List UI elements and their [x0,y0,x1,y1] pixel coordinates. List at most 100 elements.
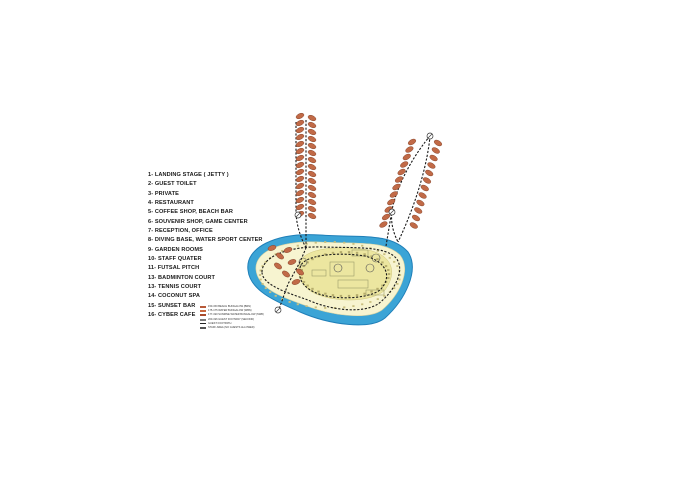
villa-icon [300,268,303,271]
villa-icon [339,251,343,254]
facility-block [329,261,355,277]
bungalow-icon [387,198,396,206]
island-vegetation [298,247,392,301]
bungalow-icon [418,192,427,199]
bungalow-icon [295,175,305,183]
villa-icon [352,243,355,245]
key-swatch [200,327,206,330]
villa-icon [311,287,314,290]
bungalow-icon [307,191,317,199]
bungalow-icon [307,163,317,171]
bungalow-icon [295,133,305,141]
footpath [261,246,401,311]
bungalow-icon [429,154,438,162]
villa-icon [311,258,314,261]
villa-icon [355,294,359,297]
legend-item: 4- RESTAURANT [148,200,194,207]
bungalow-icon [394,176,404,183]
villa-icon [347,251,351,254]
villa-icon [324,253,327,256]
villa-icon [259,269,262,272]
bungalow-icon [295,119,305,127]
bungalow-icon [307,114,317,122]
bungalow-icon [307,149,317,157]
villa-icon [305,305,308,307]
key-swatch [200,310,206,313]
legend-item: 11- FUTSAL PITCH [148,265,200,272]
bungalow-icon [287,259,297,265]
key-label: 177-190 SUNRISE WATER BUNGALOW (SWB) [208,313,264,317]
bungalow-icon [307,184,317,192]
villa-icon [305,243,308,245]
footpath [385,209,393,247]
villa-icon [324,241,327,243]
bungalow-icon [295,168,305,176]
villa-icon [317,290,320,293]
bungalow-icon [397,168,406,176]
key-label: 175-175 WATER BUNGALOW (WBN) [208,309,252,313]
villa-icon [381,284,384,287]
villa-icon [376,298,379,301]
bungalow-icon [405,146,414,153]
villa-icon [331,251,335,254]
footpath [277,247,307,313]
bungalow-icon [295,189,305,197]
bungalow-icon [420,184,429,192]
water-bungalows [267,112,443,285]
jetty-icon [427,133,433,139]
villa-icon [314,306,317,309]
footpath [295,122,307,249]
key-label: STAFF AREA (NO GUESTS ALLOWED) [208,325,255,329]
bungalow-icon [381,213,391,221]
villa-icon [361,303,364,306]
bungalow-icon [307,156,317,164]
facility-circle [333,263,343,273]
key-swatch [200,318,206,321]
villa-icon [274,294,277,297]
villa-icon [347,294,351,297]
bungalow-icon [307,135,317,143]
facility-block [337,279,369,289]
bungalow-icon [267,245,277,251]
villa-icon [376,287,379,290]
bungalow-icon [307,177,317,185]
villa-icon [274,253,277,256]
bungalow-icon [283,247,293,253]
villa-icon [383,253,386,256]
villa-icon [324,307,327,309]
villa-icon [361,244,364,247]
villa-icon [383,294,386,297]
key-swatch [200,306,206,309]
key-item: 175-175 WATER BUNGALOW (WBN) [200,309,264,313]
bungalow-icon [425,169,434,177]
villa-icon [333,241,336,243]
key-label: 150-150 BEACH BUNGALOW (BRN) [208,305,251,308]
bungalow-icon [295,161,305,169]
bungalow-icon [433,139,443,147]
legend-item: 8- DIVING BASE, WATER SPORT CENTER [148,237,263,244]
bungalow-icon [295,147,305,155]
bungalow-icon [392,183,401,191]
villa-icon [324,292,327,295]
legend-item: 7- RECEPTION, OFFICE [148,228,213,235]
legend-item: 3- PRIVATE [148,190,179,197]
villa-icon [339,294,343,297]
villa-icon [296,303,299,306]
bungalow-icon [307,198,317,206]
key-item: 200-196 GUEST FOOTWAY (SECOND) [200,318,264,322]
footpath [298,253,388,299]
key-label: 200-196 GUEST FOOTWAY (SECOND) [208,317,255,321]
footpath [397,135,431,243]
villa-icon [300,277,303,280]
villa-icon [363,253,366,256]
legend-item: 15- SUNSET BAR [148,302,196,309]
facility-block [311,269,327,277]
villa-icon [370,290,373,293]
villa-icon [398,278,401,281]
legend-item: 2- GUEST TOILET [148,181,197,188]
villa-icon [381,261,384,264]
facility-block [365,289,385,296]
villa-icon [261,283,264,285]
bungalow-icon [274,262,282,270]
